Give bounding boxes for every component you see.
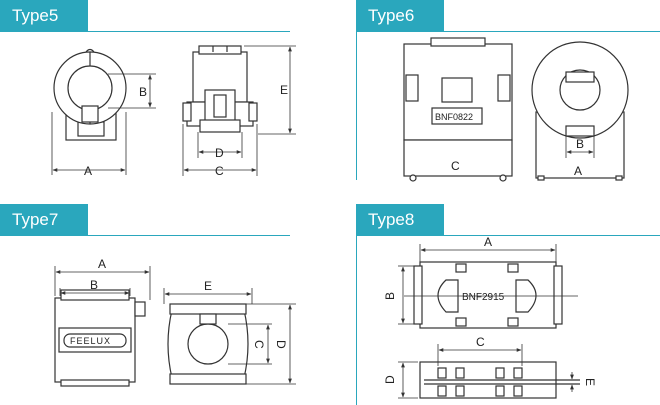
type7-dim-a: A [98,257,106,271]
type7-dim-c: C [252,340,266,349]
type5-drawing [51,45,296,176]
type6-part-label: BNF0822 [435,112,473,122]
type7-dim-d: D [274,340,288,349]
type5-dim-e: E [280,83,288,97]
type6-dim-b: B [576,137,584,151]
type8-dim-a: A [484,235,492,249]
type7-dim-e: E [204,279,212,293]
type7-front-view [54,289,146,387]
type7-dim-b: B [90,278,98,292]
section-title-type5: Type5 [0,0,88,32]
type6-drawing [403,37,629,182]
type7-drawing [54,266,296,387]
type6-dim-a: A [574,164,582,178]
type7-end-view [167,303,249,385]
section-divider [356,0,357,180]
type8-dim-b: B [383,292,397,300]
type5-dim-d: D [215,146,224,160]
type8-drawing [398,244,580,399]
type6-dim-c: C [451,159,460,173]
section-title-type8: Type8 [356,204,444,236]
type5-side-view [182,45,258,133]
type6-front-view [531,41,629,181]
type8-part-label: BNF2915 [462,292,505,303]
section-divider [356,235,660,236]
type8-dim-c: C [476,335,485,349]
type8-top-view [404,261,578,329]
type8-dim-d: D [383,375,397,384]
section-divider [356,31,660,32]
type8-dim-e: E [583,378,597,386]
section-divider [0,31,290,32]
type5-dim-c: C [215,164,224,178]
type6-side-view [403,37,513,182]
section-divider [356,204,357,405]
type5-dim-a: A [84,164,92,178]
type5-dim-b: B [139,85,147,99]
section-divider [0,235,290,236]
type5-front-view [53,48,127,141]
section-title-type6: Type6 [356,0,444,32]
section-title-type7: Type7 [0,204,88,236]
type8-side-view [419,361,580,399]
type7-part-label: FEELUX [70,336,111,346]
